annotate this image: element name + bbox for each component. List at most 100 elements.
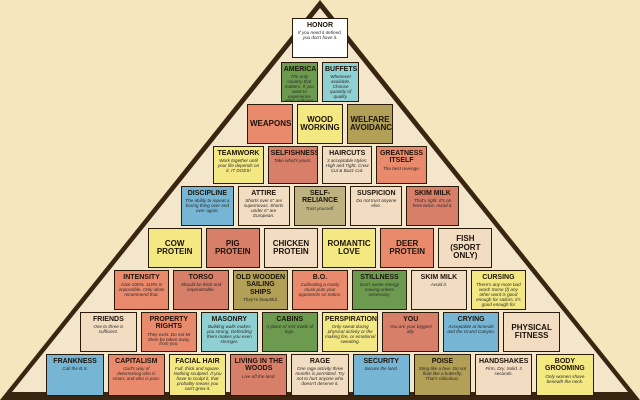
pyramid-block-description: Shorts over 6" are supernovas. Shorts un…	[243, 198, 284, 218]
pyramid-block-title: INTENSITY	[123, 274, 160, 281]
pyramid-block-description: Only women shave beneath the neck.	[545, 373, 585, 384]
pyramid-block-title: SELF-RELIANCE	[302, 190, 338, 205]
pyramid-block-description: Sting like a bee. Do not float like a bu…	[418, 366, 467, 381]
pyramid-block: B.O.Cultivating a manly musk puts your o…	[292, 270, 348, 310]
pyramid-block: COW PROTEIN	[147, 228, 202, 268]
pyramid-block-description: One rage activity three months is permit…	[295, 366, 345, 386]
pyramid-block-description: Call the B.S.	[62, 366, 88, 372]
pyramid-block-description: The ability to repeat a boring thing ove…	[185, 198, 230, 213]
pyramid-block-title: RAGE	[309, 358, 331, 365]
pyramid-block-title: WELFARE AVOIDANCE	[350, 114, 393, 132]
pyramid-block-description: Work together until your life depends on…	[217, 158, 260, 173]
pyramid-block-title: PHYSICAL FITNESS	[511, 322, 552, 340]
pyramid-block-title: SECURITY	[363, 358, 399, 365]
pyramid-block-title: STILLNESS	[360, 274, 399, 281]
pyramid-block-description: God's way of determining who is smart, a…	[112, 366, 161, 381]
pyramid-block-title: CHICKEN PROTEIN	[272, 238, 310, 256]
pyramid-block-title: WOOD WORKING	[300, 114, 340, 132]
pyramid-block-title: SKIM MILK	[420, 274, 458, 281]
pyramid-block-description: Should be thick and impenetrable.	[180, 282, 222, 293]
pyramid-block-title: CAPITALISM	[115, 358, 158, 365]
pyramid-block-description: If you need it defined, you don't have i…	[298, 30, 342, 41]
pyramid-block-description: Whenever available. Choose quantity of q…	[330, 74, 352, 99]
pyramid-block-title: GREATNESS ITSELF	[379, 150, 424, 165]
pyramid-block: WEAPONS	[247, 104, 293, 144]
pyramid-block-title: AMERICA	[283, 66, 317, 73]
pyramid-block-description: Do not trust anyone else.	[356, 198, 397, 209]
pyramid-block-title: FRIENDS	[93, 316, 124, 323]
pyramid-block-title: SELFISHNESS	[270, 150, 318, 157]
pyramid-block-title: FRANKNESS	[53, 358, 97, 365]
pyramid-block-title: CURSING	[482, 274, 515, 281]
pyramid-block-description: Secure the land.	[364, 366, 398, 372]
pyramid-block-title: MASONRY	[211, 316, 248, 323]
pyramid-block-title: WEAPONS	[250, 118, 292, 128]
pyramid-block-title: BUFFETS	[325, 66, 358, 73]
pyramid-block-title: BODY GROOMING	[545, 358, 585, 373]
pyramid-block-description: One to three is sufficient.	[93, 324, 124, 335]
pyramid-block: WELFARE AVOIDANCE	[347, 104, 393, 144]
pyramid-block-title: SUSPICION	[357, 190, 396, 197]
pyramid-block: PHYSICAL FITNESS	[503, 312, 560, 352]
pyramid-block: CHICKEN PROTEIN	[263, 228, 318, 268]
pyramid-block-title: HONOR	[306, 22, 334, 29]
pyramid-block-description: They're beautiful.	[242, 297, 279, 303]
pyramid-block-title: ROMANTIC LOVE	[327, 238, 371, 256]
pyramid-block-title: LIVING IN THE WOODS	[234, 358, 283, 373]
pyramid-block-title: OLD WOODEN SAILING SHIPS	[236, 274, 286, 296]
pyramid-block-title: B.O.	[312, 274, 328, 281]
pyramid-block-title: DEER PROTEIN	[389, 238, 425, 256]
pyramid-block-title: FACIAL HAIR	[175, 358, 220, 365]
pyramid-block-description: Give 100%. 110% is impossible. Only idio…	[118, 282, 165, 297]
pyramid-block-title: CABINS	[276, 316, 304, 323]
pyramid-block-title: POISE	[431, 358, 454, 365]
pyramid-block: PIG PROTEIN	[205, 228, 260, 268]
pyramid-block-description: Take what's yours.	[273, 158, 312, 164]
pyramid-block-description: Live off the land.	[241, 373, 276, 379]
pyramid-block-description: 3 acceptable styles: High and Tight, Cre…	[325, 158, 369, 173]
pyramid-block-description: Acceptable at funerals and the Grand Can…	[447, 324, 496, 335]
pyramid-block-description: The best revenge.	[383, 165, 421, 171]
pyramid-block-description: You are your biggest ally.	[389, 324, 432, 335]
pyramid-block: WOOD WORKING	[297, 104, 343, 144]
pyramid-block-title: COW PROTEIN	[156, 238, 193, 256]
pyramid-block-title: PERSPIRATION	[325, 316, 377, 323]
pyramid-block-title: YOU	[403, 316, 419, 323]
pyramid-block-title: PROPERTY RIGHTS	[149, 316, 189, 331]
pyramid-block-description: The only country that matters. If you wa…	[284, 74, 315, 102]
pyramid-block-description: Firm, Dry, Solid. 3 seconds.	[485, 366, 522, 377]
pyramid-block-title: PIG PROTEIN	[214, 238, 251, 256]
pyramid-block-description: They exist. Do not let them be taken awa…	[147, 331, 191, 347]
pyramid-block-description: There's any more bad word! Some (f) any …	[476, 282, 521, 307]
pyramid-block-description: Cultivating a manly musk puts your oppon…	[298, 282, 342, 297]
